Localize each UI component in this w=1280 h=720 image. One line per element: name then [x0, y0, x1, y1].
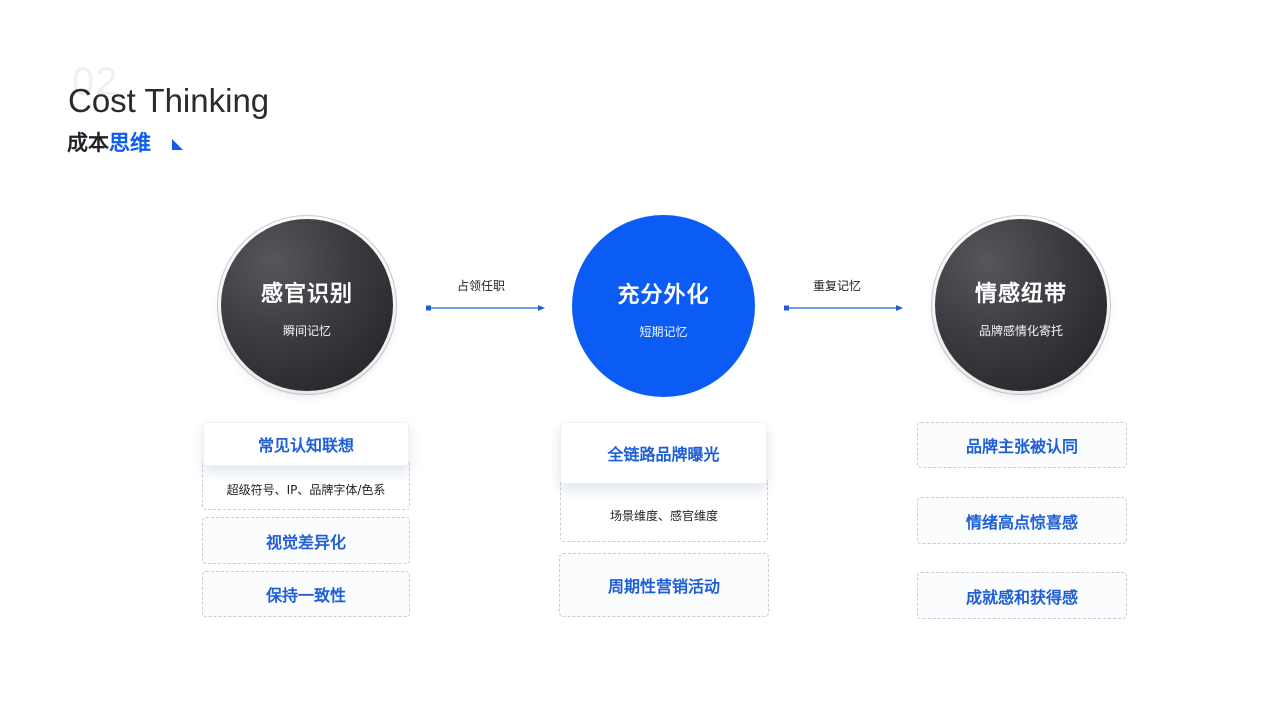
item-box: 品牌主张被认同 [917, 422, 1127, 468]
circle-sensory-recognition: 感官识别 瞬间记忆 [221, 219, 393, 391]
page-title-cn-accent: 思维 [109, 131, 151, 155]
circle-emotional-bond: 情感纽带 品牌感情化寄托 [935, 219, 1107, 391]
page-title-en: Cost Thinking [68, 82, 270, 119]
page-title-cn: 成本思维 [67, 127, 151, 157]
circle-subtitle: 品牌感情化寄托 [978, 323, 1063, 338]
highlight-box: 常见认知联想 [203, 422, 409, 466]
corner-triangle-icon [172, 139, 183, 150]
item-box: 情绪高点惊喜感 [917, 497, 1127, 544]
circle-title: 感官识别 [260, 281, 353, 307]
item-box: 保持一致性 [202, 571, 410, 617]
connector-label: 重复记忆 [813, 279, 862, 293]
circle-full-exposure: 充分外化 短期记忆 [572, 215, 755, 397]
item-box: 视觉差异化 [202, 517, 410, 564]
detail-box: 场景维度、感官维度 [560, 480, 768, 542]
arrow-right-icon [784, 305, 903, 311]
circle-title: 充分外化 [617, 282, 710, 308]
item-box: 周期性营销活动 [559, 553, 769, 617]
detail-box: 超级符号、IP、品牌字体/色系 [202, 462, 410, 510]
circle-subtitle: 瞬间记忆 [282, 323, 331, 338]
circle-title: 情感纽带 [974, 281, 1067, 307]
highlight-box: 全链路品牌曝光 [560, 422, 767, 484]
connector-label: 占领任职 [457, 279, 506, 293]
circle-subtitle: 短期记忆 [639, 324, 688, 339]
arrow-right-icon [426, 305, 545, 311]
item-box: 成就感和获得感 [917, 572, 1127, 619]
section-number: 02 [72, 60, 119, 104]
page-title-cn-dark: 成本 [67, 131, 109, 155]
